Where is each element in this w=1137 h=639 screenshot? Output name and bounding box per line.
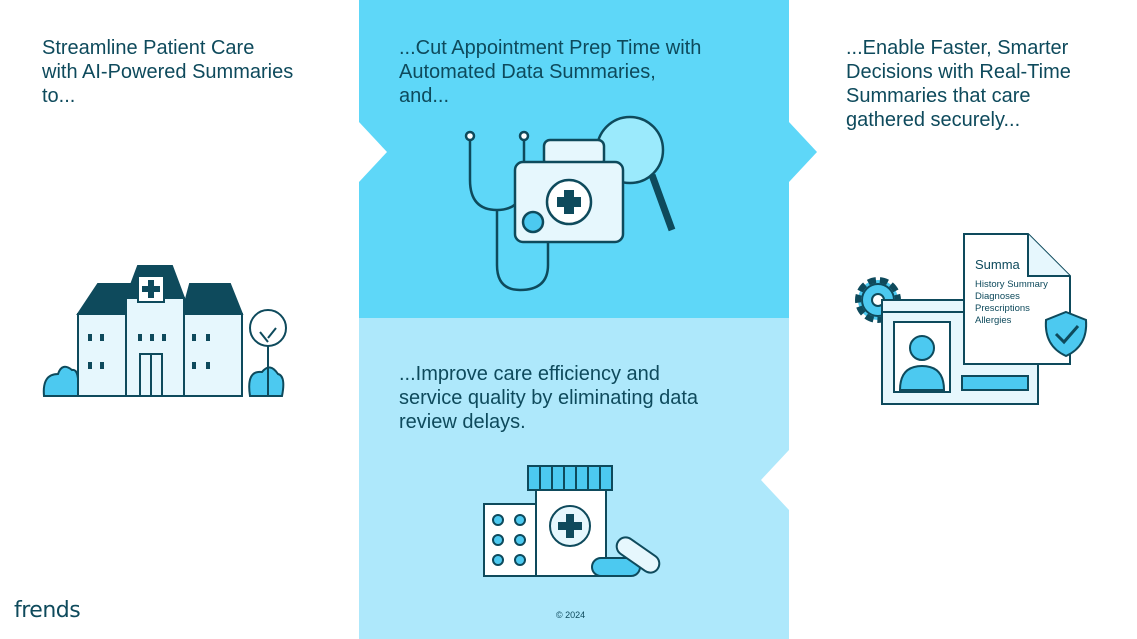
document-title: Summa [975, 257, 1021, 272]
brand-logo: frends [14, 598, 81, 623]
document-line-prescriptions: Prescriptions [975, 303, 1030, 314]
arrow-notch-left [359, 122, 387, 182]
pill-bottle-icon [483, 465, 661, 577]
summary-document-icon: Summa History Summary Diagnoses Prescrip… [855, 233, 1088, 405]
document-line-allergies: Allergies [975, 315, 1012, 326]
step-1-heading: Streamline Patient Care with AI-Powered … [42, 37, 294, 107]
arrow-pointer-right [789, 122, 817, 182]
document-line-history: History Summary [975, 279, 1048, 290]
step-3-heading: ...Enable Faster, Smarter Decisions with… [846, 37, 1071, 131]
document-line-diagnoses: Diagnoses [975, 291, 1020, 302]
step-2-heading: ...Cut Appointment Prep Time with Automa… [399, 37, 702, 107]
medical-kit-icon [464, 115, 676, 292]
hospital-icon [42, 265, 287, 397]
copyright-text: © 2024 [556, 610, 586, 620]
arrow-notch-bottom [761, 450, 789, 510]
step-4-heading: ...Improve care efficiency and service q… [399, 363, 699, 433]
